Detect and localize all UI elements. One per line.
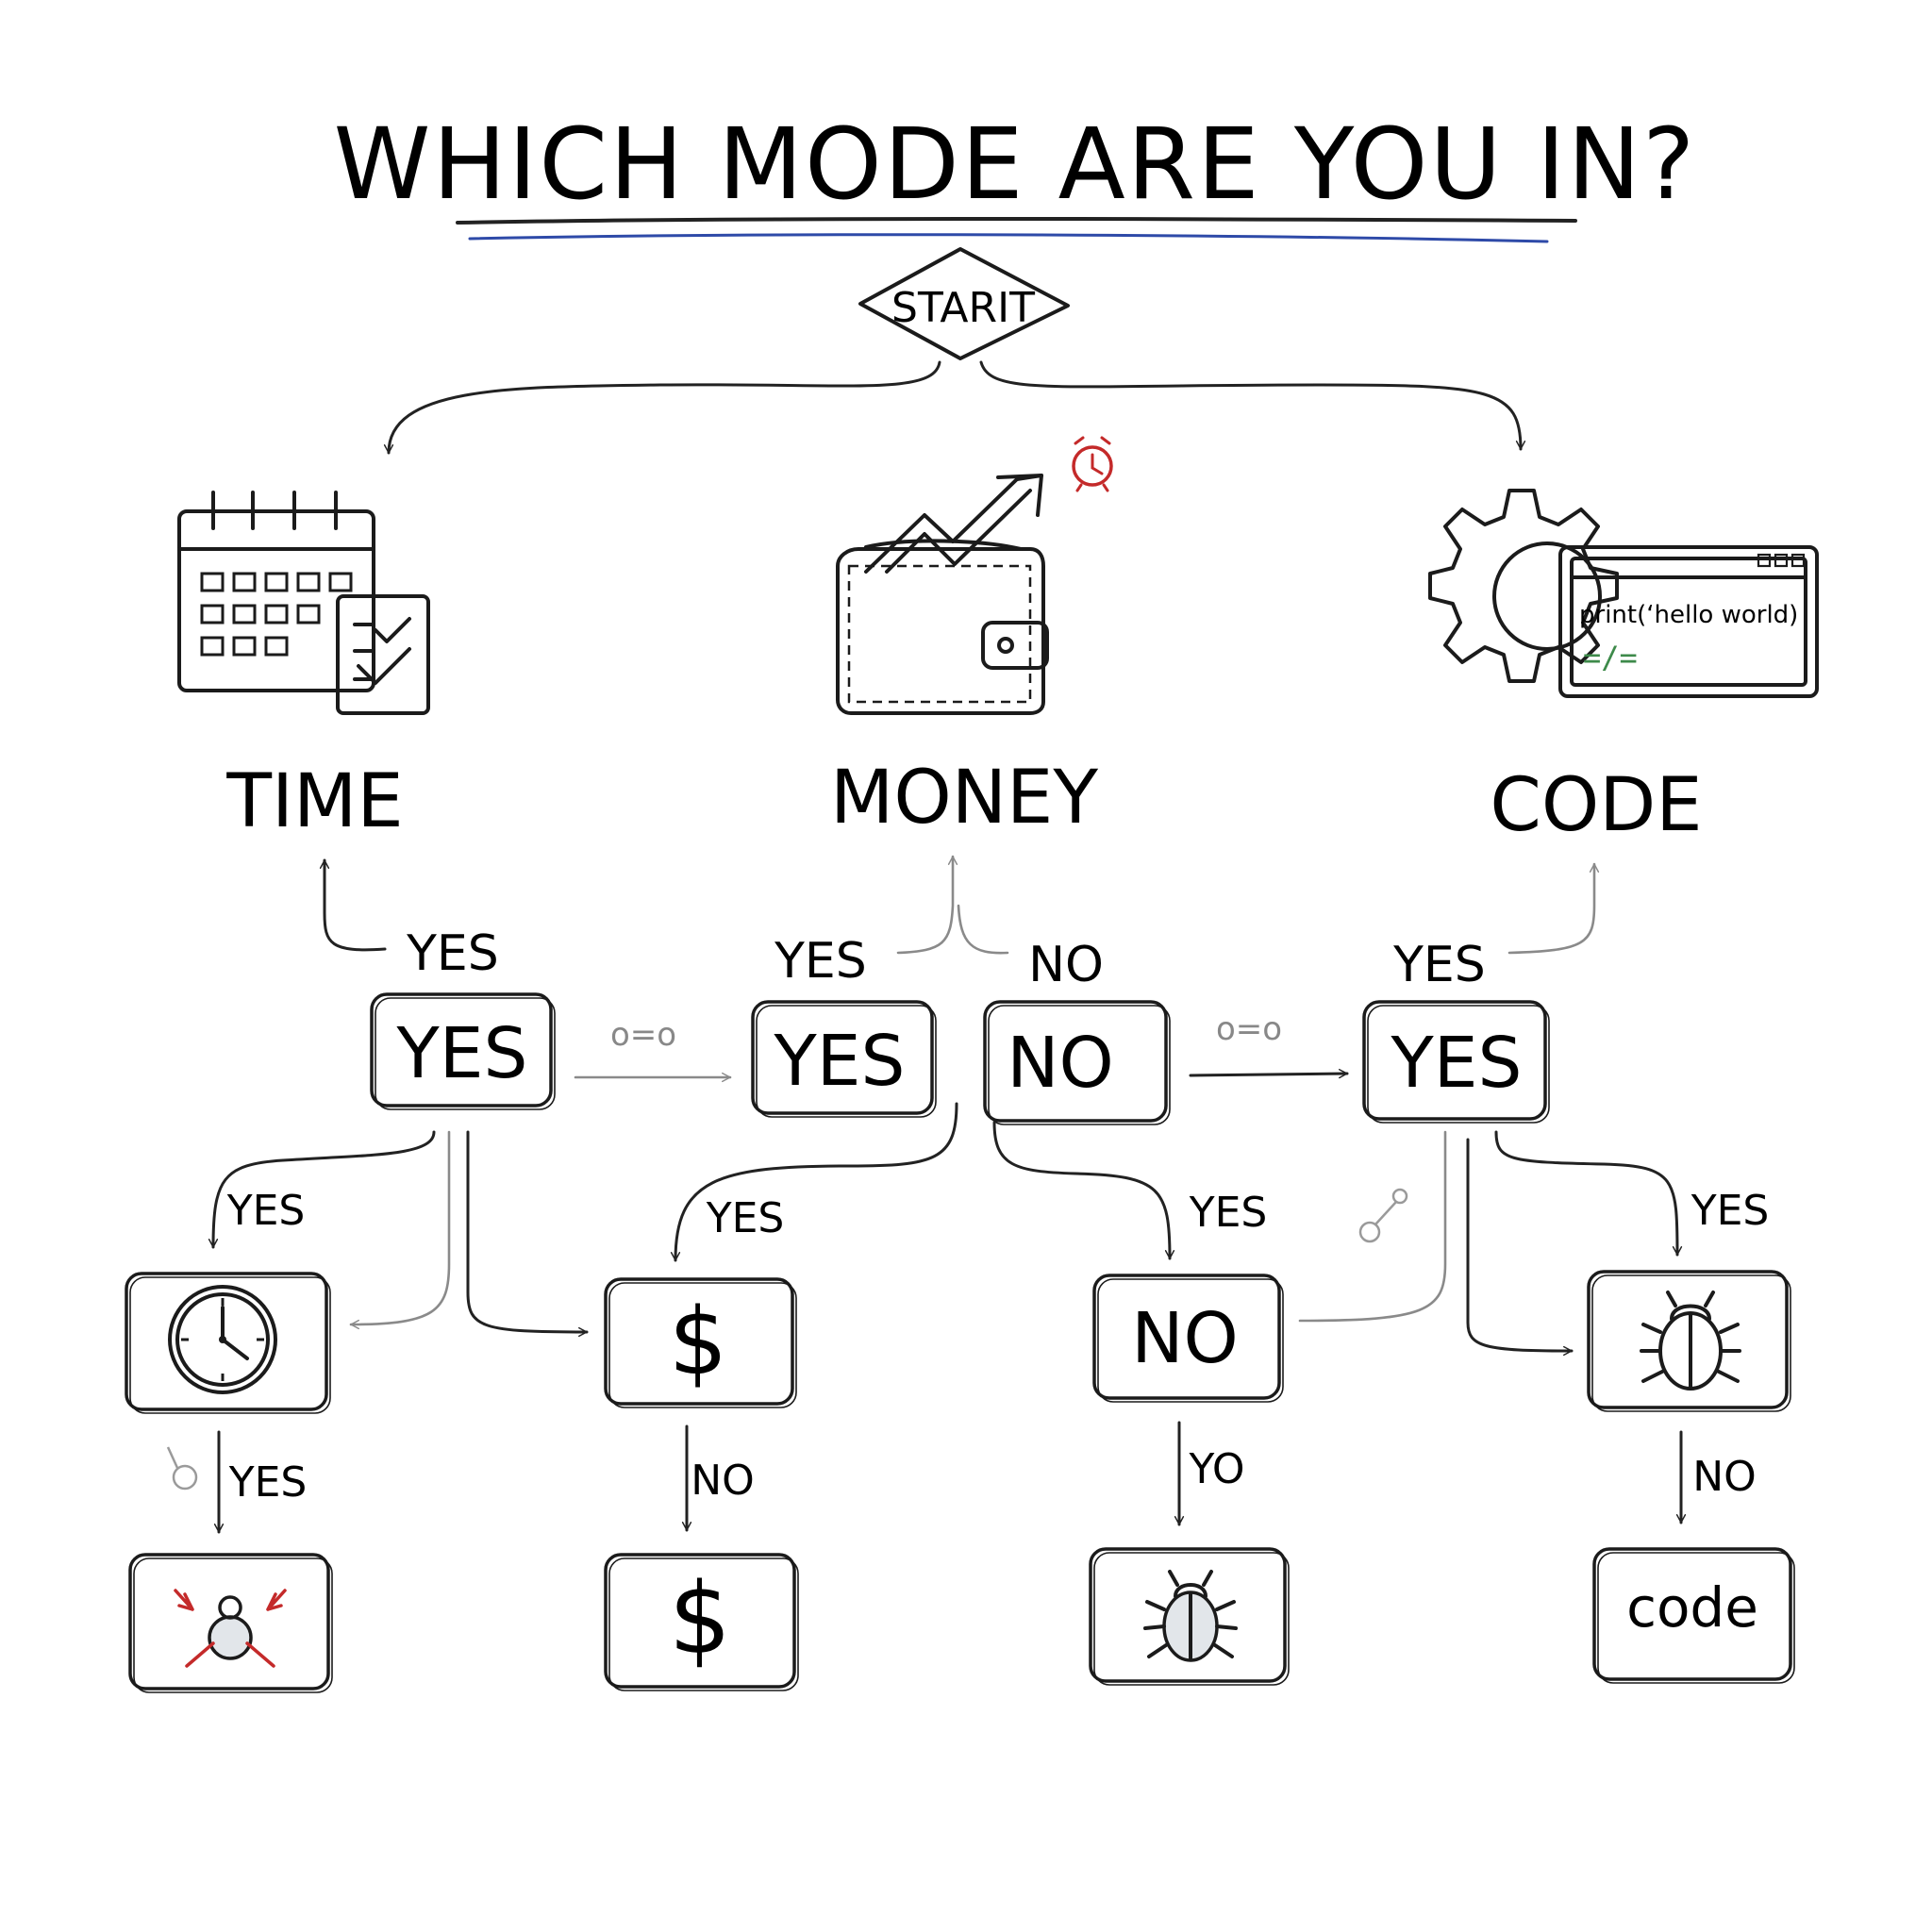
svg-text:YES: YES <box>396 1013 528 1094</box>
yes1-to-clock-grey <box>349 1130 451 1330</box>
title-underline-2 <box>468 233 1549 243</box>
connector-glyph-right: o=o <box>1216 1010 1282 1048</box>
svg-text:NO: NO <box>1007 1023 1114 1104</box>
code-line-1: print(‘hello world) <box>1579 601 1798 629</box>
edge-label-no-money: NO <box>1028 937 1104 993</box>
start-to-time-arrow <box>383 360 941 455</box>
category-money: MONEY <box>830 756 1098 841</box>
alarm-clock-icon <box>1072 436 1113 492</box>
decision-box-yes-1: YES <box>370 992 556 1110</box>
svg-text:NO: NO <box>1131 1298 1239 1379</box>
wallet-icon <box>836 539 1049 715</box>
connector-glyph-left: o=o <box>610 1016 676 1054</box>
outcome-box-bug-2 <box>1089 1547 1290 1686</box>
small-node-icon <box>166 1446 198 1491</box>
start-label: STARIT <box>891 284 1035 332</box>
connector-no1-to-yes3 <box>1189 1068 1349 1079</box>
no1-to-no2-arrow <box>992 1121 1175 1260</box>
outcome-box-dollar-2: $ <box>604 1553 799 1691</box>
gear-icon <box>1428 489 1619 683</box>
category-code: CODE <box>1490 763 1702 848</box>
outcome-box-scale <box>128 1553 333 1693</box>
outcome-box-no-2: NO <box>1092 1274 1284 1403</box>
bug-icon <box>1640 1291 1741 1391</box>
edge-label-yo-below-no: YO <box>1188 1445 1244 1493</box>
yes-to-money-arrow <box>896 855 958 955</box>
edge-label-yes-code: YES <box>1392 937 1486 993</box>
svg-text:YES: YES <box>774 1021 906 1102</box>
edge-label-yes-to-bug: YES <box>1690 1187 1770 1235</box>
svg-text:$: $ <box>669 1561 731 1676</box>
edge-label-yes-to-dollar: YES <box>706 1194 785 1242</box>
edge-label-yes-time: YES <box>406 925 499 982</box>
connector-node-icon <box>1358 1188 1408 1243</box>
yes3-to-bug-arrow <box>1466 1138 1574 1357</box>
yes-to-time-arrow <box>319 858 387 952</box>
edge-label-yes-to-no: YES <box>1189 1189 1268 1237</box>
category-time: TIME <box>225 759 403 844</box>
svg-text:YES: YES <box>1391 1023 1523 1104</box>
outcome-box-code: code <box>1592 1547 1795 1684</box>
yes1-to-dollar-arrow <box>466 1130 589 1338</box>
weight-icon <box>174 1589 287 1668</box>
outcome-box-dollar-1: $ <box>604 1277 797 1408</box>
bug-icon-2 <box>1143 1570 1238 1662</box>
calendar-icon <box>177 491 375 692</box>
title-underline <box>456 217 1577 225</box>
start-to-code-arrow <box>979 360 1526 451</box>
no-to-money-arrow <box>957 904 1009 955</box>
code-line-2: =/= <box>1583 640 1638 675</box>
decision-box-no-1: NO <box>983 1000 1171 1125</box>
page-title: WHICH MODE ARE YOU IN? <box>334 107 1697 222</box>
edge-label-yes-below-clock: YES <box>228 1458 308 1507</box>
edge-label-no-below-dollar: NO <box>691 1457 755 1505</box>
yes3-to-no2-grey <box>1298 1130 1447 1323</box>
outcome-box-clock <box>125 1272 331 1414</box>
edge-label-yes-money: YES <box>774 933 867 990</box>
yes-to-code-arrow <box>1507 862 1600 955</box>
code-window-icon: print(‘hello world) =/= <box>1558 545 1819 698</box>
edge-label-no-below-bug: NO <box>1692 1453 1757 1501</box>
outcome-box-bug <box>1587 1270 1791 1412</box>
yes1-to-clock-arrow <box>208 1130 436 1249</box>
svg-text:code: code <box>1626 1575 1758 1640</box>
decision-box-yes-3: YES <box>1362 1000 1550 1124</box>
start-node: STARIT <box>858 247 1070 360</box>
svg-text:$: $ <box>669 1289 727 1396</box>
yes2-to-dollar-arrow <box>670 1102 958 1262</box>
yes3-to-bug-top-arrow <box>1494 1130 1683 1257</box>
edge-label-yes-to-clock: YES <box>226 1187 306 1235</box>
trend-up-arrow-icon <box>864 474 1043 574</box>
checklist-icon <box>336 594 430 715</box>
decision-box-yes-2: YES <box>751 1000 937 1118</box>
clock-icon <box>168 1285 277 1394</box>
